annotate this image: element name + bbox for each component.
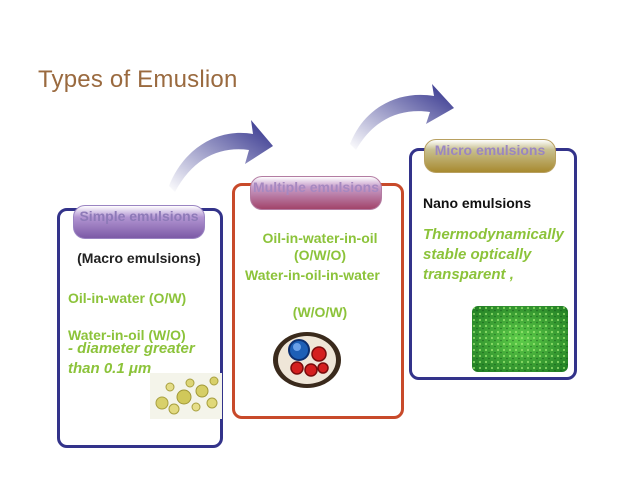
macro-emulsions-text: (Macro emulsions) xyxy=(77,250,201,266)
macro-emulsion-photo xyxy=(150,373,222,419)
water-in-oil-text: Water-in-oil (W/O) xyxy=(68,327,186,343)
diameter-text: - diameter greater than 0.1 μm xyxy=(68,340,195,377)
curved-arrow-2 xyxy=(350,84,454,150)
micro-emulsions-label: Micro emulsions xyxy=(424,139,556,173)
nano-emulsions-text: Nano emulsions xyxy=(423,195,532,211)
microemulsion-photo xyxy=(472,306,568,372)
w-o-w-abbrev: (W/O/W) xyxy=(292,304,348,320)
multiple-emulsions-label: Multiple emulsions xyxy=(250,176,382,210)
curved-arrow-1 xyxy=(169,120,273,192)
page-title: Types of Emuslion xyxy=(38,66,238,93)
multiple-emulsion-droplet xyxy=(273,332,341,388)
w-o-w-text: Water-in-oil-in-water xyxy=(245,267,380,283)
thermodynamically-stable-text: Thermodynamically stable optically trans… xyxy=(423,226,564,283)
simple-emulsions-label: Simple emulsions xyxy=(73,205,205,239)
oil-in-water-text: Oil-in-water (O/W) xyxy=(68,290,187,306)
o-w-o-text: Oil-in-water-in-oil (O/W/O) xyxy=(262,230,378,263)
